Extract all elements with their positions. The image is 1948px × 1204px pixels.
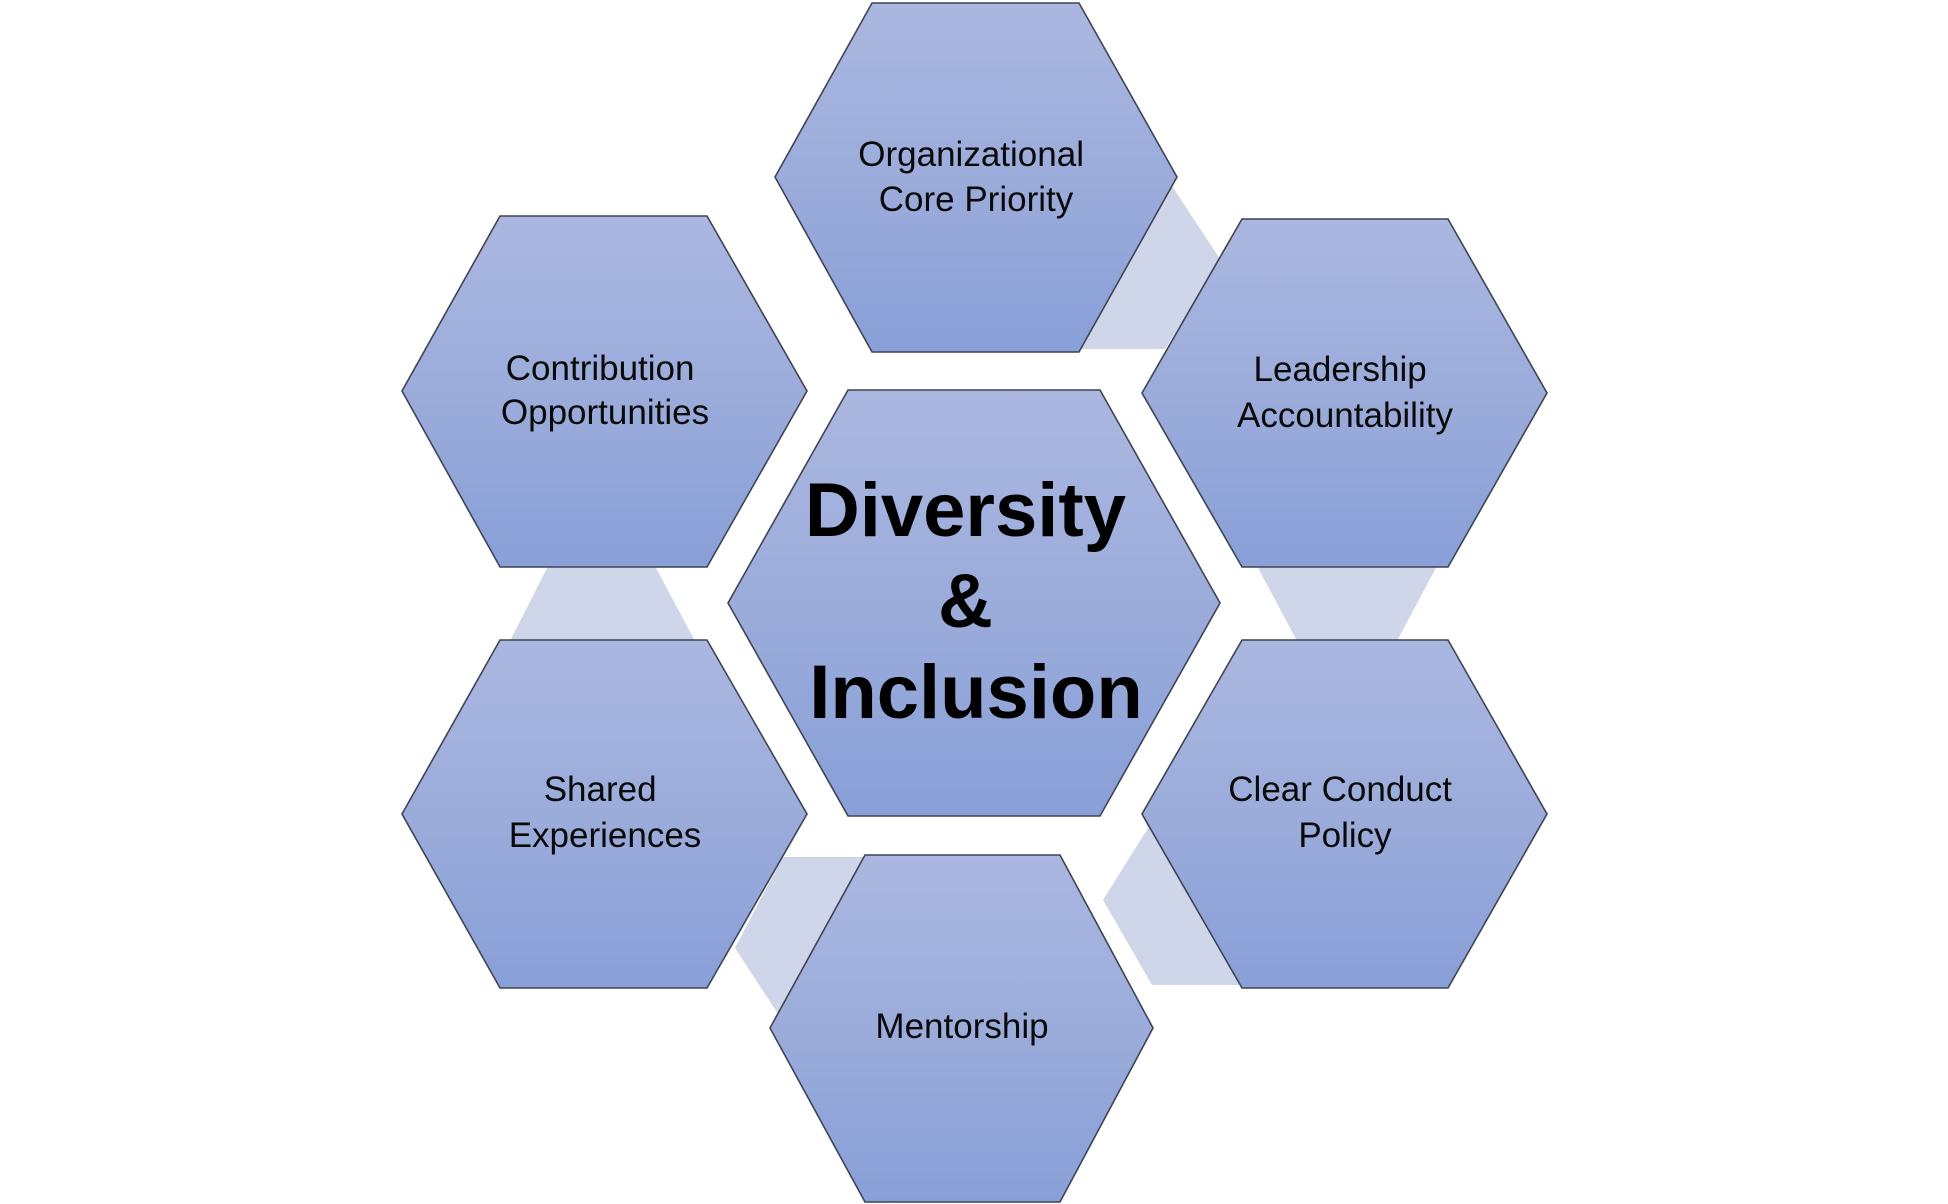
label-line: Core Priority: [879, 180, 1074, 219]
hexagon-shape: [769, 854, 1154, 1203]
label-line: Leadership: [1254, 350, 1427, 389]
connector-clear-conduct-to-mentorship: [1103, 814, 1245, 985]
hexagon-shape: [1141, 639, 1548, 989]
connector-organizational-to-leadership: [1080, 186, 1222, 349]
hex-clear-conduct-policy: Clear Conduct Policy: [1141, 639, 1548, 989]
hex-label: Leadership Accountability: [1237, 350, 1453, 435]
hexagon-shape: [401, 639, 808, 989]
center-hexagon-shape: [727, 389, 1221, 817]
label-line: Opportunities: [501, 393, 709, 432]
label-line: Shared: [544, 770, 657, 809]
hex-mentorship: Mentorship: [769, 854, 1154, 1203]
label-line: Organizational: [858, 135, 1084, 174]
connector-shared-to-contribution: [510, 566, 695, 641]
hexagon-shape: [1141, 218, 1548, 568]
label-line: Mentorship: [875, 1007, 1048, 1046]
center-title-line: &: [938, 559, 993, 644]
hex-leadership-accountability: Leadership Accountability: [1141, 218, 1548, 568]
label-line: Contribution: [506, 349, 695, 388]
center-title: Diversity & Inclusion: [805, 468, 1147, 735]
hex-label: Clear Conduct Policy: [1228, 770, 1461, 855]
center-title-line: Diversity: [805, 468, 1126, 553]
hex-shared-experiences: Shared Experiences: [401, 639, 808, 989]
label-line: Accountability: [1237, 396, 1453, 435]
hex-label: Contribution Opportunities: [501, 349, 709, 432]
hex-contribution-opportunities: Contribution Opportunities: [401, 215, 808, 568]
label-line: Clear Conduct: [1228, 770, 1452, 809]
hex-organizational-core-priority: Organizational Core Priority: [774, 2, 1178, 353]
connector-leadership-to-clear-conduct: [1257, 566, 1437, 641]
label-line: Policy: [1298, 816, 1392, 855]
hex-label: Mentorship: [875, 1007, 1048, 1046]
label-line: Experiences: [509, 816, 702, 855]
hex-label: Shared Experiences: [509, 770, 702, 855]
hex-label: Organizational Core Priority: [858, 135, 1093, 219]
hex-center-diversity-inclusion: Diversity & Inclusion: [727, 389, 1221, 817]
center-title-line: Inclusion: [809, 650, 1143, 735]
hexagon-shape: [774, 2, 1178, 353]
hexagon-shape: [401, 215, 808, 568]
